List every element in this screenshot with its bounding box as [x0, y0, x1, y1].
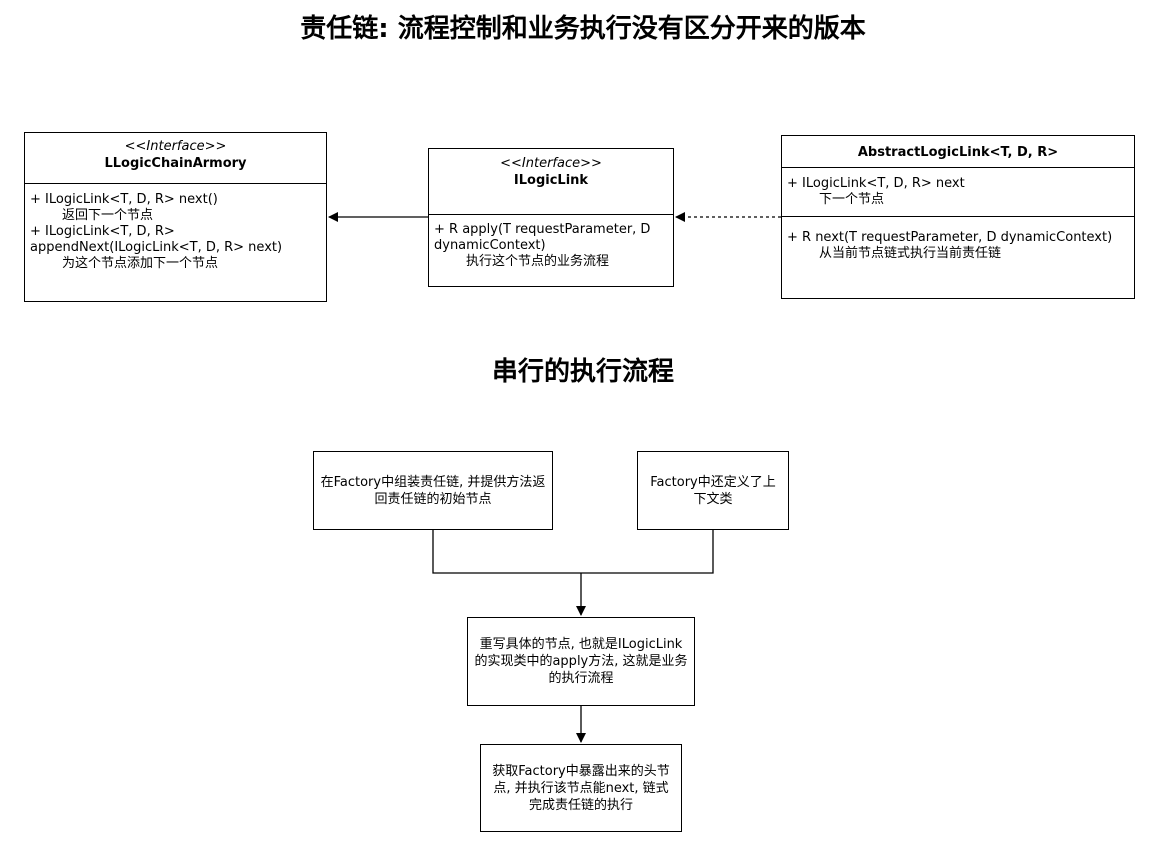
- flow-step-assemble-chain: 在Factory中组装责任链, 并提供方法返回责任链的初始节点: [313, 451, 553, 530]
- method-appendnext-desc: 为这个节点添加下一个节点: [62, 256, 219, 271]
- field-next: + ILogicLink<T, D, R> next: [787, 176, 965, 191]
- field-next-desc: 下一个节点: [819, 192, 885, 207]
- method-next: + ILogicLink<T, D, R> next(): [30, 192, 218, 207]
- class-members: + ILogicLink<T, D, R> next() 返回下一个节点 + I…: [25, 184, 326, 275]
- class-ilogiclink: <<Interface>> ILogicLink + R apply(T req…: [428, 148, 674, 287]
- class-llogicchainarmory: <<Interface>> LLogicChainArmory + ILogic…: [24, 132, 327, 302]
- flow-step-override-node: 重写具体的节点, 也就是ILogicLink的实现类中的apply方法, 这就是…: [467, 617, 695, 706]
- method-next: + R next(T requestParameter, D dynamicCo…: [787, 230, 1113, 245]
- stereotype-label: <<Interface>>: [124, 139, 227, 154]
- method-apply-desc: 执行这个节点的业务流程: [466, 254, 610, 269]
- method-apply: + R apply(T requestParameter, D: [434, 222, 651, 237]
- class-name: AbstractLogicLink<T, D, R>: [857, 145, 1059, 160]
- class-name: LLogicChainArmory: [104, 156, 247, 171]
- method-next-desc: 返回下一个节点: [62, 208, 154, 223]
- method-next-desc: 从当前节点链式执行当前责任链: [819, 246, 1002, 261]
- merge-connector: [432, 530, 714, 574]
- class-header: AbstractLogicLink<T, D, R>: [782, 136, 1134, 168]
- class-abstractlogiclink: AbstractLogicLink<T, D, R> + ILogicLink<…: [781, 135, 1135, 299]
- flow-step-define-context: Factory中还定义了上下文类: [637, 451, 789, 530]
- stereotype-label: <<Interface>>: [500, 156, 602, 171]
- class-header: <<Interface>> LLogicChainArmory: [25, 133, 326, 184]
- method-appendnext: + ILogicLink<T, D, R>: [30, 224, 175, 239]
- method-apply-params: dynamicContext): [434, 238, 546, 253]
- class-name: ILogicLink: [513, 173, 589, 188]
- flow-section-title: 串行的执行流程: [491, 357, 674, 387]
- class-header: <<Interface>> ILogicLink: [429, 149, 673, 215]
- diagram-title: 责任链: 流程控制和业务执行没有区分开来的版本: [300, 14, 866, 44]
- flow-step-execute-chain: 获取Factory中暴露出来的头节点, 并执行该节点能next, 链式完成责任链…: [480, 744, 682, 832]
- class-members: + R apply(T requestParameter, D dynamicC…: [429, 215, 673, 273]
- method-appendnext-params: appendNext(ILogicLink<T, D, R> next): [30, 240, 283, 255]
- class-fields: + ILogicLink<T, D, R> next 下一个节点: [782, 168, 1134, 217]
- class-methods: + R next(T requestParameter, D dynamicCo…: [782, 217, 1134, 265]
